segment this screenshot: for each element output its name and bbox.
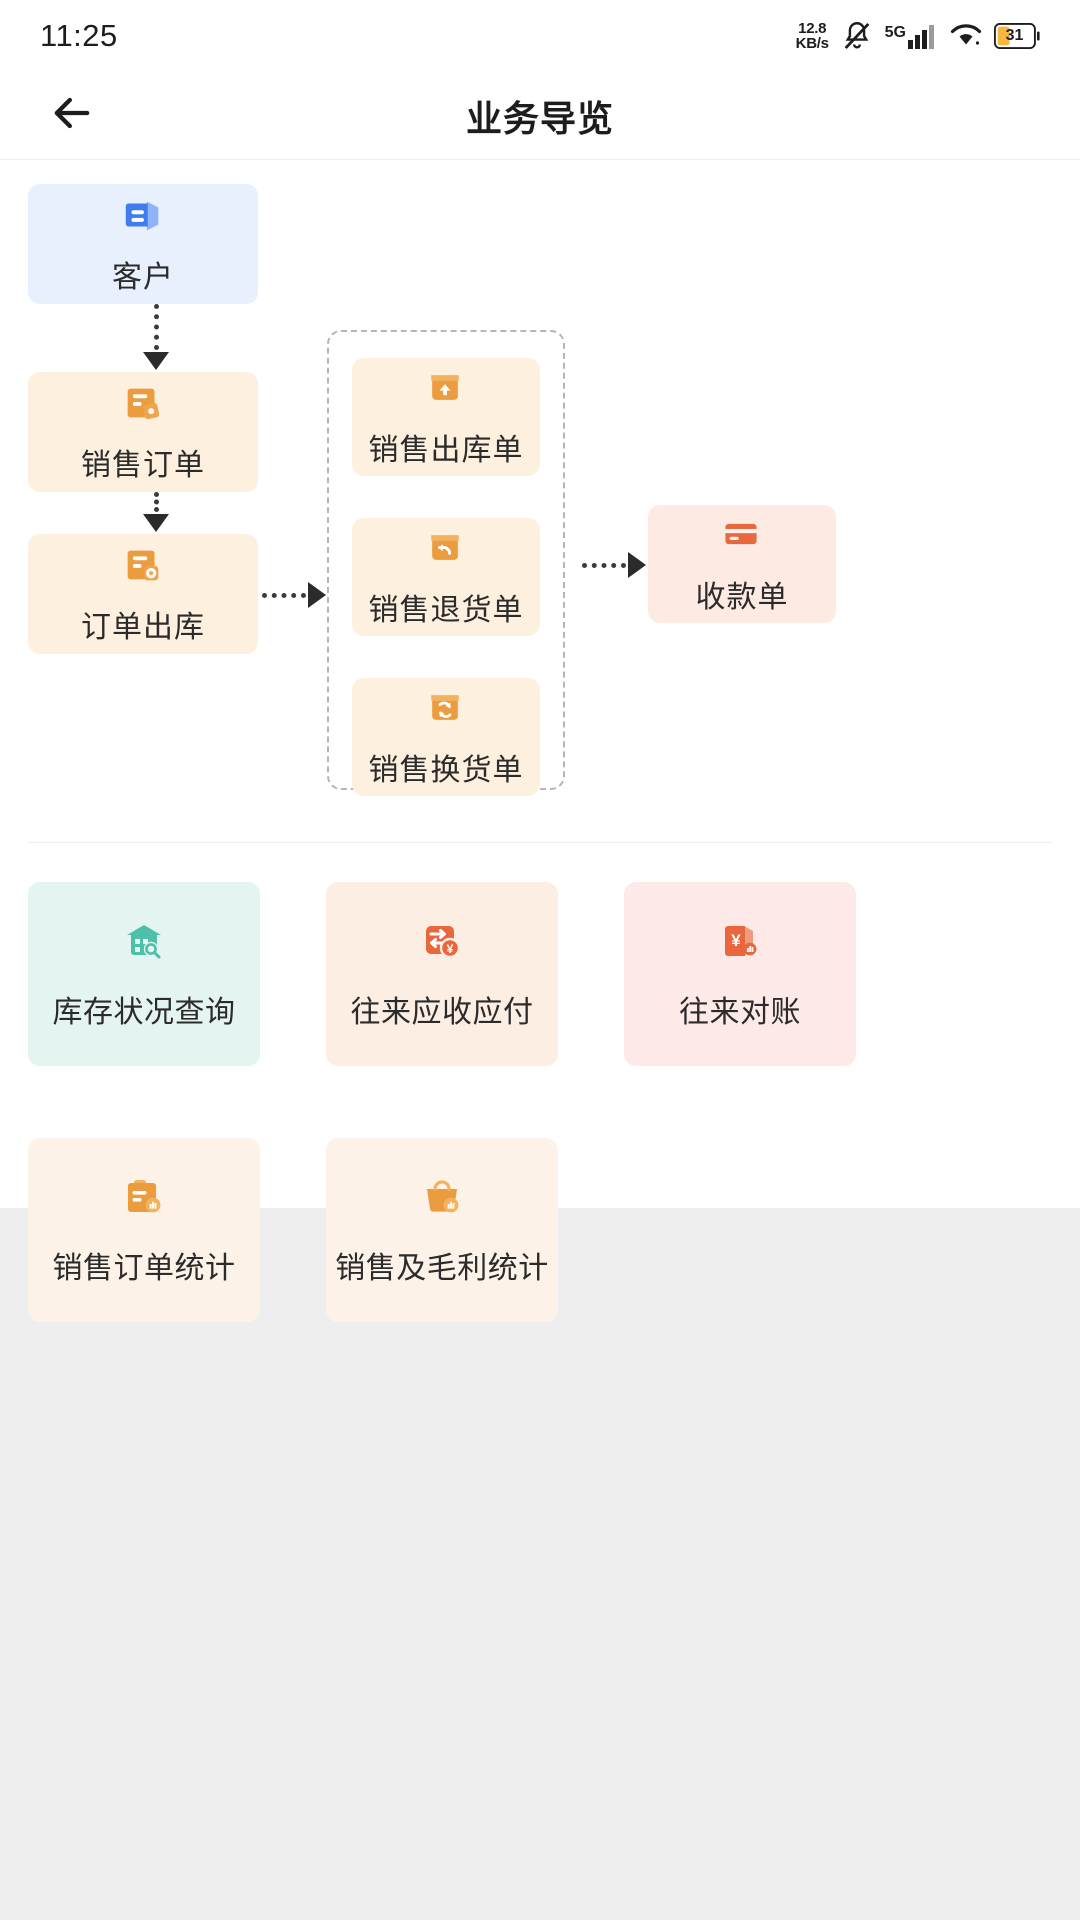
- network-type-label: 5G: [884, 24, 906, 41]
- flow-node-sales-return-doc[interactable]: 销售退货单: [352, 518, 540, 636]
- network-speed-indicator: 12.8 KB/s: [796, 21, 829, 51]
- flow-node-order-outbound[interactable]: 订单出库: [28, 534, 258, 654]
- sales-chart-icon: [418, 1173, 466, 1221]
- svg-text:¥: ¥: [447, 942, 454, 956]
- back-button[interactable]: [40, 84, 104, 148]
- battery-icon: 31: [994, 23, 1040, 49]
- box-up-arrow-icon: [423, 365, 469, 411]
- flow-node-sales-outbound-doc[interactable]: 销售出库单: [352, 358, 540, 476]
- customer-card-icon: [120, 192, 166, 238]
- app-header: 业务导览: [0, 72, 1080, 160]
- box-return-icon: [423, 525, 469, 571]
- order-tag-icon: [120, 380, 166, 426]
- connector-group-to-receipt: [582, 552, 646, 578]
- flow-node-label: 收款单: [695, 581, 789, 614]
- page-title: 业务导览: [465, 97, 614, 139]
- feature-tile-grid: 库存状况查询 ¥ 往来应收应付: [28, 882, 1052, 1322]
- tile-label: 库存状况查询: [52, 996, 236, 1029]
- connector-customer-to-order: [143, 304, 169, 370]
- tile-label: 往来应收应付: [350, 996, 534, 1029]
- svg-text:¥: ¥: [731, 931, 741, 950]
- tile-label: 销售及毛利统计: [335, 1252, 549, 1285]
- status-bar-clock: 11:25: [40, 18, 118, 53]
- connector-order-to-outbound: [143, 492, 169, 532]
- yuan-book-icon: ¥: [716, 917, 764, 965]
- flow-node-label: 销售换货单: [368, 754, 524, 787]
- network-speed-value: 12.8: [798, 20, 827, 37]
- box-exchange-icon: [423, 685, 469, 731]
- flow-node-label: 订单出库: [81, 611, 205, 644]
- order-gear-icon: [120, 542, 166, 588]
- section-divider: [28, 842, 1052, 843]
- flow-node-label: 客户: [112, 261, 174, 294]
- status-bar-icons: 12.8 KB/s 5G: [796, 19, 1040, 53]
- flow-node-sales-order[interactable]: 销售订单: [28, 372, 258, 492]
- battery-level-label: 31: [1005, 27, 1024, 44]
- credit-card-icon: [719, 512, 765, 558]
- mute-bell-icon: [840, 19, 874, 53]
- flow-node-label: 销售退货单: [368, 594, 524, 627]
- status-bar: 11:25 12.8 KB/s 5G: [0, 0, 1080, 72]
- content-area: 客户 销售订单: [0, 160, 1080, 1322]
- wifi-icon: [949, 22, 983, 50]
- cellular-signal-icon: 5G: [885, 23, 938, 49]
- tile-order-stats[interactable]: 销售订单统计: [28, 1138, 260, 1322]
- network-speed-unit: KB/s: [795, 35, 829, 52]
- tile-inventory-status[interactable]: 库存状况查询: [28, 882, 260, 1066]
- flow-node-receipt-doc[interactable]: 收款单: [648, 505, 836, 623]
- flow-node-sales-exchange-doc[interactable]: 销售换货单: [352, 678, 540, 796]
- flow-node-customer[interactable]: 客户: [28, 184, 258, 304]
- tile-reconciliation[interactable]: ¥ 往来对账: [624, 882, 856, 1066]
- tile-ar-ap[interactable]: ¥ 往来应收应付: [326, 882, 558, 1066]
- flow-node-label: 销售订单: [81, 449, 205, 482]
- exchange-yuan-icon: ¥: [418, 917, 466, 965]
- connector-outbound-to-group: [262, 582, 326, 608]
- warehouse-search-icon: [120, 917, 168, 965]
- back-arrow-icon: [46, 87, 98, 144]
- flow-node-label: 销售出库单: [368, 434, 524, 467]
- tile-label: 往来对账: [679, 996, 801, 1029]
- tile-profit-stats[interactable]: 销售及毛利统计: [326, 1138, 558, 1322]
- business-flow-diagram: 客户 销售订单: [0, 160, 1080, 832]
- tile-label: 销售订单统计: [52, 1252, 236, 1285]
- order-chart-icon: [120, 1173, 168, 1221]
